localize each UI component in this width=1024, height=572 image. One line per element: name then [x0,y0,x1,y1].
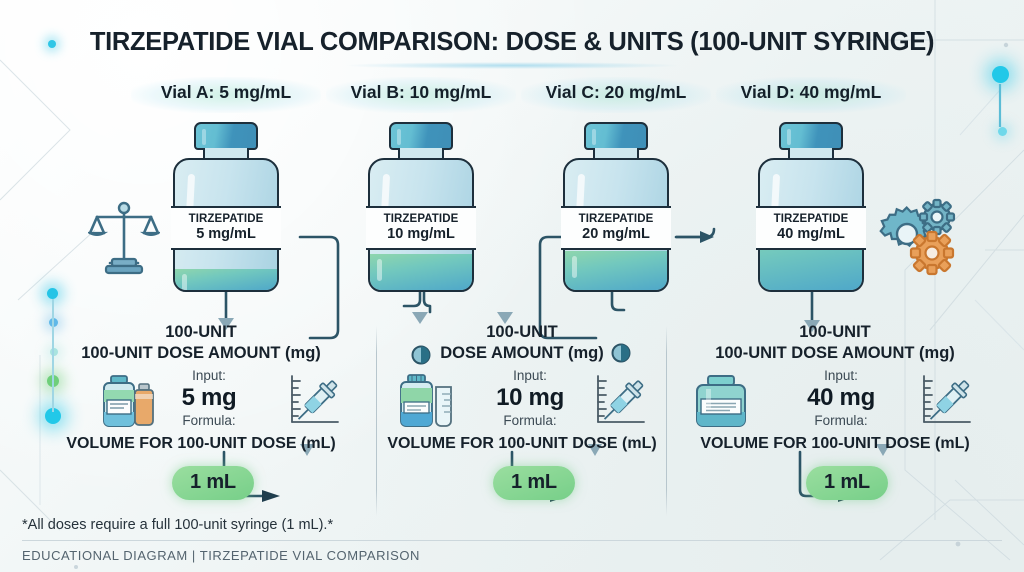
glow-dot-right-1 [992,66,1009,83]
vial-column-b: Vial B: 10 mg/mL TIRZEPATIDE 10 mg/mL [321,77,521,292]
result-pill: 1 mL [493,466,575,500]
vial-title-glow [131,77,321,113]
vial-label-name: TIRZEPATIDE [578,213,654,225]
panel-heading: 100-UNIT 100-UNIT DOSE AMOUNT (mg) [26,322,376,364]
formula-heading: VOLUME FOR 100-UNIT DOSE (mL) [700,435,970,452]
formula-label: Formula: [814,413,868,428]
vial-cap-icon [779,122,843,150]
page-title: TIRZEPATIDE VIAL COMPARISON: DOSE & UNIT… [89,28,935,56]
panel-heading-line1: 100-UNIT [165,323,237,341]
vial-graphic: TIRZEPATIDE 10 mg/mL [366,122,476,292]
panel-heading-line2: 100-UNIT DOSE AMOUNT (mg) [81,344,321,362]
vial-label-concentration: 10 mg/mL [387,226,455,242]
vial-label-name: TIRZEPATIDE [383,213,459,225]
footer-divider [22,540,1002,541]
formula-label: Formula: [182,413,236,428]
panel-heading: 100-UNIT DOSE AMOUNT (mg) [378,322,666,364]
dose-panel-3: 100-UNIT 100-UNIT DOSE AMOUNT (mg) [668,322,1002,500]
balance-scale-icon [85,193,163,282]
input-label: Input: [513,368,547,383]
panel-divider-2 [666,326,668,516]
vial-label-name: TIRZEPATIDE [773,213,849,225]
vial-title-glow [716,77,906,113]
vial-title: Vial D: 40 mg/mL [740,82,882,102]
panel-heading-line1: 100-UNIT [486,323,558,341]
dose-panel-2: 100-UNIT DOSE AMOUNT (mg) [378,322,666,500]
two-vials-icon [96,372,156,435]
panel-heading-line2: 100-UNIT DOSE AMOUNT (mg) [715,344,955,362]
vial-column-a: Vial A: 5 mg/mL TIRZEPATIDE 5 mg/mL [126,77,326,292]
vial-label: TIRZEPATIDE 40 mg/mL [756,206,866,250]
gears-icon [874,194,958,281]
vial-cap-icon [584,122,648,150]
vial-title: Vial A: 5 mg/mL [160,82,292,102]
formula-heading: VOLUME FOR 100-UNIT DOSE (mL) [387,435,657,452]
result-wrap: 1 mL [378,456,666,500]
vial-liquid-highlight [182,274,187,290]
vial-graphic: TIRZEPATIDE 40 mg/mL [756,122,866,292]
input-label: Input: [192,368,226,383]
panel-row: Input: 5 mg Formula: [26,368,376,434]
title-underglow [347,62,677,69]
jar-icon [690,372,752,435]
syringe-chart-icon [284,372,344,435]
vial-liquid-highlight [572,256,577,278]
vial-title: Vial B: 10 mg/mL [350,82,492,102]
input-block: Input: 5 mg Formula: [144,368,274,428]
vial-liquid [175,269,277,290]
vial-liquid-highlight [377,258,382,281]
vial-label: TIRZEPATIDE 10 mg/mL [366,206,476,250]
vial-title-glow [326,77,516,113]
vial-label-concentration: 5 mg/mL [196,226,256,242]
vial-liquid [565,251,667,290]
input-block: Input: 40 mg Formula: [776,368,906,428]
panel-heading-line2: DOSE AMOUNT (mg) [440,344,604,362]
result-wrap: 1 mL [26,456,376,500]
vial-label-concentration: 20 mg/mL [582,226,650,242]
vial-title: Vial C: 20 mg/mL [545,82,687,102]
footer-caption: EDUCATIONAL DIAGRAM | TIRZEPATIDE VIAL C… [22,548,420,563]
vial-label: TIRZEPATIDE 5 mg/mL [171,206,281,250]
vial-label-name: TIRZEPATIDE [188,213,264,225]
input-value: 5 mg [181,384,237,411]
vial-label: TIRZEPATIDE 20 mg/mL [561,206,671,250]
panel-row: Input: 40 mg Formula: [668,368,1002,434]
result-pill: 1 mL [806,466,888,500]
panel-heading-line1: 100-UNIT [799,323,871,341]
panel-heading: 100-UNIT 100-UNIT DOSE AMOUNT (mg) [668,322,1002,364]
footnote: *All doses require a full 100-unit syrin… [22,517,334,533]
vial-cap-icon [194,122,258,150]
syringe-chart-icon [590,372,650,435]
glow-dot-right-2 [998,127,1007,136]
vial-title-glow [521,77,711,113]
panel-divider-1 [376,326,378,516]
vial-cap-icon [389,122,453,150]
dose-panel-1: 100-UNIT 100-UNIT DOSE AMOUNT (mg) Inp [26,322,376,500]
formula-heading: VOLUME FOR 100-UNIT DOSE (mL) [66,435,336,452]
formula-label: Formula: [503,413,557,428]
result-wrap: 1 mL [668,456,1002,500]
panel-row: Input: 10 mg Formula: [378,368,666,434]
result-pill: 1 mL [172,466,254,500]
vial-label-concentration: 40 mg/mL [777,226,845,242]
vial-graphic: TIRZEPATIDE 5 mg/mL [171,122,281,292]
input-value: 40 mg [807,384,875,411]
vial-beaker-icon [394,372,454,435]
vial-liquid [370,253,472,290]
vial-column-c: Vial C: 20 mg/mL TIRZEPATIDE 20 mg/mL [516,77,716,292]
vial-column-d: Vial D: 40 mg/mL TIRZEPATIDE 40 mg/mL [711,77,911,292]
vial-graphic: TIRZEPATIDE 20 mg/mL [561,122,671,292]
input-value: 10 mg [496,384,564,411]
glow-dot-left-2 [47,288,58,299]
input-label: Input: [824,368,858,383]
input-block: Input: 10 mg Formula: [465,368,595,428]
syringe-chart-icon [916,372,976,435]
